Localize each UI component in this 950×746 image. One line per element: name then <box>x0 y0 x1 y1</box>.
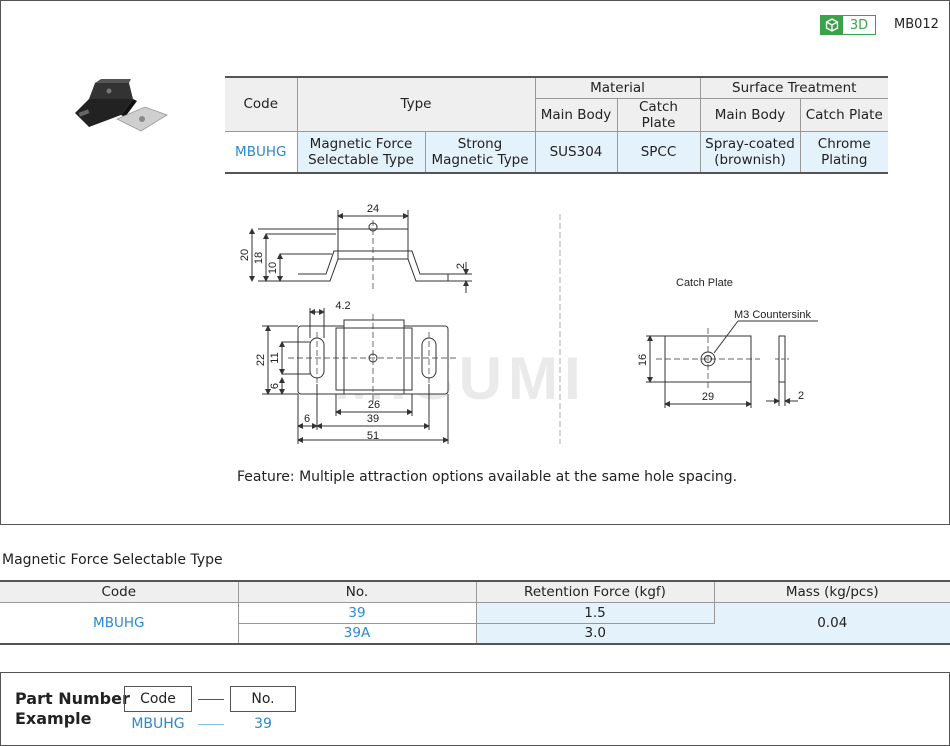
svg-text:29: 29 <box>702 391 714 403</box>
pn-no-value: 39 <box>254 716 272 732</box>
pn-code-value: MBUHG <box>131 716 185 732</box>
svg-text:18: 18 <box>253 252 265 264</box>
cube-icon <box>821 16 843 34</box>
spec-table: Code Type Material Surface Treatment Mai… <box>225 76 888 174</box>
svg-text:20: 20 <box>239 249 251 261</box>
force-code[interactable]: MBUHG <box>0 602 239 645</box>
svg-text:11: 11 <box>269 352 281 363</box>
3d-label: 3D <box>849 17 869 33</box>
pn-dash <box>198 699 224 700</box>
svg-text:6: 6 <box>269 383 281 389</box>
product-code: MB012 <box>894 17 939 32</box>
surface-main-body: Spray-coated(brownish) <box>700 131 801 174</box>
col-material: Material <box>535 76 701 99</box>
sub-main-body-2: Main Body <box>700 98 801 132</box>
pn-code-box: Code <box>124 686 192 712</box>
table-row: 39A 3.0 <box>0 623 950 645</box>
col-surface: Surface Treatment <box>700 76 888 99</box>
svg-text:M3 Countersink: M3 Countersink <box>734 309 812 321</box>
svg-text:Catch Plate: Catch Plate <box>676 277 733 289</box>
force-39a: 3.0 <box>476 623 714 645</box>
no-39[interactable]: 39 <box>238 602 477 624</box>
svg-text:24: 24 <box>367 203 379 215</box>
material-catch-plate: SPCC <box>617 131 701 174</box>
sub-catch-plate-2: Catch Plate <box>800 98 888 132</box>
col-code: Code <box>225 76 298 132</box>
technical-drawing: MISUMI <box>239 203 818 444</box>
svg-text:39: 39 <box>367 413 379 425</box>
col-retention-force: Retention Force (kgf) <box>476 580 715 603</box>
pn-no-box: No. <box>230 686 296 712</box>
col-code: Code <box>0 580 239 603</box>
col-mass: Mass (kg/pcs) <box>714 580 950 603</box>
force-table: Code No. Retention Force (kgf) Mass (kg/… <box>0 580 950 645</box>
svg-text:26: 26 <box>368 399 380 411</box>
section-title: Magnetic Force Selectable Type <box>2 552 223 568</box>
svg-text:6: 6 <box>304 413 310 425</box>
svg-text:2: 2 <box>798 390 804 402</box>
col-type: Type <box>297 76 536 132</box>
product-photo <box>75 79 168 132</box>
svg-text:22: 22 <box>255 354 267 366</box>
svg-text:4.2: 4.2 <box>335 300 350 312</box>
svg-text:10: 10 <box>267 262 279 274</box>
col-no: No. <box>238 580 477 603</box>
svg-text:51: 51 <box>367 430 379 442</box>
mass-value: 0.04 <box>714 602 950 645</box>
sub-main-body: Main Body <box>535 98 618 132</box>
no-39a[interactable]: 39A <box>238 623 477 645</box>
table-row: MBUHG 39 1.5 0.04 <box>0 602 950 645</box>
3d-model-button[interactable]: 3D <box>820 15 876 35</box>
spec-code[interactable]: MBUHG <box>225 131 298 174</box>
feature-text: Feature: Multiple attraction options ava… <box>237 469 738 485</box>
svg-text:16: 16 <box>637 354 649 366</box>
force-39: 1.5 <box>476 602 715 624</box>
pn-dash-2 <box>198 724 224 725</box>
sub-catch-plate: Catch Plate <box>617 98 701 132</box>
spec-panel: 3D MB012 Code Type Material Surface Trea… <box>0 0 950 525</box>
svg-text:2: 2 <box>455 263 467 269</box>
material-main-body: SUS304 <box>535 131 618 174</box>
